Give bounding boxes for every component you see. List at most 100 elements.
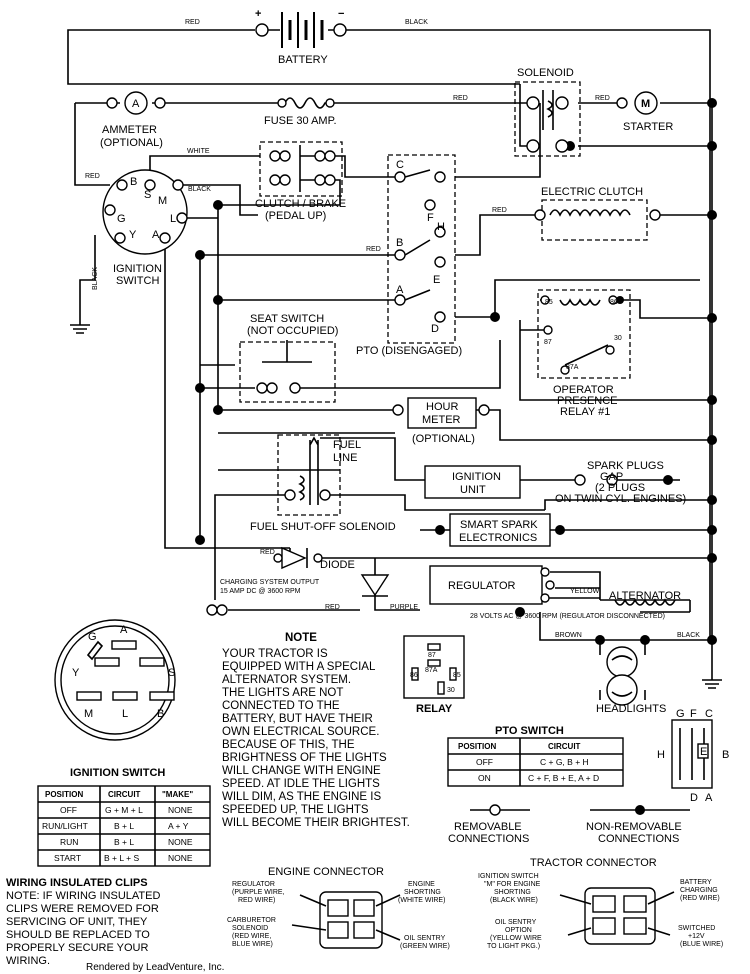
pto-detail-e: E [700, 746, 707, 758]
ammeter-symbol: A [132, 98, 140, 110]
note-line: SPEED. AT IDLE THE LIGHTS [222, 778, 380, 790]
relay-pin-87a: 87A [566, 364, 579, 371]
note-line: BATTERY, BUT HAVE THEIR [222, 713, 373, 725]
clutch-brake-label-1: CLUTCH / BRAKE [255, 198, 346, 210]
legend: REMOVABLE CONNECTIONS NON-REMOVABLE CONN… [448, 804, 690, 845]
detail-term-y: Y [72, 667, 80, 679]
fuel-line-label-1: FUEL [333, 439, 361, 451]
ignition-switch-title: IGNITION SWITCH [70, 767, 165, 779]
pto-term-a: A [396, 284, 404, 296]
starter: M STARTER [616, 91, 673, 133]
solenoid: SOLENOID RED RED [453, 67, 610, 157]
relay-label-1: OPERATOR [553, 384, 614, 396]
tractor-conn-bat-1: BATTERY [680, 879, 712, 886]
regulator-label: REGULATOR [448, 580, 515, 592]
pto-detail-c: C [705, 708, 713, 720]
engine-conn-reg-3: RED WIRE) [238, 897, 275, 904]
alternator-label: ALTERNATOR [609, 590, 681, 602]
spark-plugs: SPARK PLUGS GAP (2 PLUGS ON TWIN CYL. EN… [555, 460, 686, 505]
pto-term-h: H [437, 221, 445, 233]
pto-detail-f: F [690, 708, 697, 720]
wiring-note-line: SHOULD BE REPLACED TO [6, 929, 150, 941]
pto-table-title: PTO SWITCH [495, 725, 564, 737]
ignition-switch-table: POSITION CIRCUIT "MAKE" OFF G + M + L NO… [37, 785, 211, 867]
engine-conn-carb-4: BLUE WIRE) [232, 941, 273, 948]
detail-term-g: G [88, 631, 97, 643]
wire-label-brown: BROWN [555, 632, 582, 639]
relay-detail: 87 87A 86 85 30 RELAY [403, 635, 465, 715]
note-line: SPEEDED UP, THE LIGHTS [222, 804, 369, 816]
fuse-label: FUSE 30 AMP. [264, 115, 337, 127]
ign-term-a: A [152, 229, 160, 241]
pto-th-position: POSITION [458, 742, 496, 751]
relay-term-87a: 87A [425, 667, 438, 674]
wire-label-red-solenoid: RED [453, 95, 468, 102]
ignition-switch-detail: A G Y S M L B IGNITION SWITCH [54, 619, 176, 779]
hour-meter-label-3: (OPTIONAL) [412, 433, 475, 445]
note-line: BRIGHTNESS OF THE LIGHTS [222, 752, 387, 764]
ign-row-3-pos: START [54, 853, 81, 863]
wire-label-black-lights: BLACK [677, 632, 700, 639]
tractor-conn-bat-3: (RED WIRE) [680, 895, 720, 902]
hour-meter-label-2: METER [422, 414, 461, 426]
pto-term-f: F [427, 212, 434, 224]
ign-row-0-circ: G + M + L [105, 805, 143, 815]
smart-spark-label-2: ELECTRONICS [459, 532, 537, 544]
pto-switch: C F H B E A D PTO (DISENGAGED) RED [356, 154, 462, 357]
ign-th-make: "MAKE" [162, 790, 193, 799]
starter-label: STARTER [623, 121, 673, 133]
fuel-shutoff-solenoid: FUEL LINE FUEL SHUT-OFF SOLENOID [250, 434, 396, 533]
credit-text: Rendered by LeadVenture, Inc. [86, 962, 224, 973]
ign-row-1-circ: B + L [114, 821, 134, 831]
ignition-switch-main: B S M G L Y A IGNITION SWITCH RED BLACK … [85, 169, 211, 290]
fuel-line-label-2: LINE [333, 452, 357, 464]
tractor-conn-sw-2: +12V [688, 933, 705, 940]
ign-row-3-circ: B + L + S [104, 853, 139, 863]
engine-conn-short-2: SHORTING [404, 889, 441, 896]
relay-term-85: 85 [453, 672, 461, 679]
engine-conn-carb-1: CARBURETOR [227, 917, 276, 924]
spark-plugs-label-2: GAP [600, 471, 623, 483]
detail-term-m: M [84, 708, 93, 720]
relay-label-3: RELAY #1 [560, 406, 610, 418]
wire-label-red-starter: RED [595, 95, 610, 102]
regulator: REGULATOR [429, 565, 555, 605]
alt-volts-label: 28 VOLTS AC @ 3600 RPM (REGULATOR DISCON… [470, 613, 665, 620]
spark-plugs-label-4: ON TWIN CYL. ENGINES) [555, 493, 686, 505]
battery-plus: + [255, 8, 261, 20]
note-line: OWN ELECTRICAL SOURCE. [222, 726, 379, 738]
tractor-connector-title: TRACTOR CONNECTOR [530, 857, 657, 869]
ign-th-position: POSITION [45, 790, 83, 799]
tractor-conn-oil-1: OIL SENTRY [495, 919, 537, 926]
battery: + − BATTERY RED BLACK [185, 8, 428, 66]
relay-term-30: 30 [447, 687, 455, 694]
ign-label-1: IGNITION [113, 263, 162, 275]
ign-row-2-circ: B + L [114, 837, 134, 847]
note-line: BECAUSE OF THIS, THE [222, 739, 355, 751]
engine-conn-short-3: (WHITE WIRE) [398, 897, 445, 904]
diode-label: DIODE [320, 559, 355, 571]
note-line: YOUR TRACTOR IS [222, 648, 328, 660]
pto-row-1-pos: ON [478, 773, 491, 783]
wiring-note-line: WIRING. [6, 955, 50, 967]
tractor-conn-sw-3: (BLUE WIRE) [680, 941, 723, 948]
wire-label-purple: PURPLE [390, 604, 418, 611]
pto-row-0-pos: OFF [476, 757, 493, 767]
engine-conn-carb-2: SOLENOID [232, 925, 268, 932]
detail-term-l: L [122, 708, 128, 720]
clutch-brake-switch: CLUTCH / BRAKE (PEDAL UP) WHITE [187, 141, 346, 222]
charging-label-2: 15 AMP DC @ 3600 RPM [220, 588, 301, 595]
wire-label-red-diode: RED [260, 549, 275, 556]
tractor-conn-ign-2: "M" FOR ENGINE [484, 881, 541, 888]
wire-label-white: WHITE [187, 148, 210, 155]
charging-label-1: CHARGING SYSTEM OUTPUT [220, 579, 320, 586]
pto-detail-d: D [690, 792, 698, 804]
pto-detail-b: B [722, 749, 729, 761]
relay-pin-30: 30 [614, 335, 622, 342]
electric-clutch: ELECTRIC CLUTCH RED [492, 186, 661, 241]
engine-conn-oil-1: OIL SENTRY [404, 935, 446, 942]
wire-label-black-ign: BLACK [188, 186, 211, 193]
ign-term-l: L [170, 213, 176, 225]
relay-term-87: 87 [428, 652, 436, 659]
